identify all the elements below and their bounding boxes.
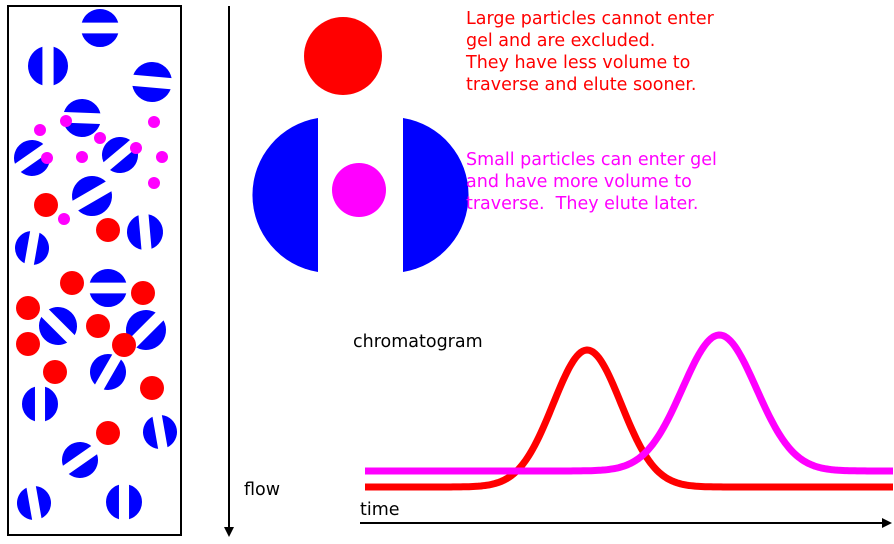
chromatogram-label: chromatogram (353, 332, 483, 352)
gel-bead (39, 307, 77, 345)
chromatography-column (7, 5, 182, 536)
gel-bead (28, 46, 68, 86)
small-particle (130, 142, 142, 154)
column-packing (14, 9, 177, 520)
gel-bead (81, 9, 119, 47)
small-particle (94, 132, 106, 144)
large-particle (140, 376, 164, 400)
large-particle (96, 218, 120, 242)
small-particle (58, 213, 70, 225)
gel-bead (22, 386, 58, 422)
gel-bead (106, 484, 142, 520)
large-particle (43, 360, 67, 384)
gel-bead (72, 176, 112, 216)
gel-bead (15, 231, 49, 265)
small-particle-elution-peak (363, 331, 894, 475)
large-particle-elution-peak (363, 346, 894, 491)
gel-bead (17, 486, 51, 520)
small-particle (148, 177, 160, 189)
gel-bead (90, 354, 126, 390)
gel-bead-right-half (403, 118, 469, 272)
gel-bead (63, 99, 101, 137)
large-particle (34, 193, 58, 217)
gel-bead (132, 62, 172, 102)
large-particle (16, 332, 40, 356)
large-particle (96, 421, 120, 445)
small-particles-note: Small particles can enter gel and have m… (466, 150, 717, 214)
large-particle (16, 296, 40, 320)
large-particle (86, 314, 110, 338)
flow-label: flow (244, 480, 281, 500)
gel-bead (126, 310, 166, 350)
time-axis-label: time (360, 500, 400, 520)
particle-illustration (252, 17, 469, 272)
large-particle (131, 281, 155, 305)
gel-bead (102, 137, 138, 173)
small-particle (76, 151, 88, 163)
gel-bead (127, 214, 163, 250)
small-particle (332, 163, 386, 217)
large-particle (60, 271, 84, 295)
small-particle (34, 124, 46, 136)
gel-bead-left-half (252, 118, 318, 272)
small-particle (156, 151, 168, 163)
large-particles-note: Large particles cannot enter gel and are… (466, 9, 714, 95)
gel-bead (143, 415, 177, 449)
small-particle (41, 152, 53, 164)
gel-bead (89, 269, 127, 307)
gel-bead (62, 442, 98, 478)
large-particle (304, 17, 382, 95)
small-particle (148, 116, 160, 128)
small-particle (60, 115, 72, 127)
large-particle (112, 333, 136, 357)
